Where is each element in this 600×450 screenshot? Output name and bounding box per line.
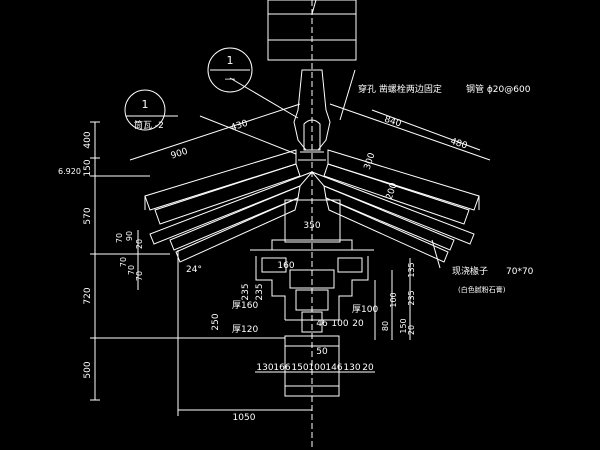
roof-right	[311, 171, 475, 245]
dim-b-130a: 130	[256, 363, 273, 373]
dim-300: 300	[363, 151, 378, 171]
dim-160: 160	[277, 261, 294, 271]
dim-720: 720	[83, 287, 93, 304]
label-angle: 24°	[186, 265, 202, 275]
dim-100c: 100	[331, 319, 348, 329]
dim-b-130b: 130	[343, 363, 360, 373]
dim-r-235: 235	[407, 290, 416, 305]
label-t100: 厚100	[352, 304, 378, 315]
dim-small-90: 90	[125, 231, 134, 241]
dim-480: 480	[449, 137, 469, 152]
dim-350: 350	[303, 221, 320, 231]
callout-top-num: 1	[227, 54, 234, 67]
dim-840: 840	[383, 115, 403, 130]
label-rafter-size: 70*70	[506, 267, 534, 277]
dim-b-150: 150	[291, 363, 308, 373]
dim-400: 400	[83, 131, 93, 148]
callout-top-den: —	[225, 72, 236, 85]
label-ridge: 筒瓦 -2	[134, 119, 164, 131]
dim-small-70a: 70	[115, 233, 124, 243]
label-t120: 厚120	[232, 324, 258, 335]
callout-left	[124, 89, 178, 131]
callout-left-num: 1	[142, 98, 149, 111]
dim-430: 430	[230, 119, 250, 134]
label-pipe: 钢管 ɸ20@600	[466, 83, 531, 95]
dim-small-20: 20	[135, 239, 144, 249]
dim-235b: 235	[255, 283, 265, 300]
lower-column	[284, 335, 340, 397]
label-elev: 6.920	[58, 167, 81, 176]
dim-small-70b: 70	[119, 257, 128, 267]
dim-1050: 1050	[233, 413, 256, 423]
label-through-pin: 穿孔 凿螺栓两边固定	[358, 83, 442, 95]
dim-r-135: 135	[407, 262, 416, 277]
central-beam	[284, 199, 341, 243]
dim-b-146: 146	[325, 363, 342, 373]
dim-200: 200	[385, 181, 400, 201]
drawing-linework	[90, 0, 491, 450]
dim-570: 570	[83, 207, 93, 224]
label-t160: 厚160	[232, 300, 258, 311]
dim-250: 250	[211, 313, 221, 330]
dim-50: 50	[316, 347, 328, 357]
dim-b-20: 20	[362, 363, 374, 373]
dim-b-100: 100	[308, 363, 325, 373]
dim-b-166: 166	[273, 363, 290, 373]
label-rafter-note: (白色腻粉石膏)	[458, 285, 506, 294]
bracket-right	[338, 256, 369, 320]
bracket-left	[255, 256, 286, 320]
dim-r-80: 80	[381, 321, 390, 331]
dim-500: 500	[83, 361, 93, 378]
dim-small-70d: 70	[135, 271, 144, 281]
dim-235a: 235	[241, 283, 251, 300]
roof-left	[149, 171, 313, 245]
dim-900: 900	[170, 147, 190, 162]
dim-46: 46	[316, 319, 328, 329]
dim-small-70c: 70	[127, 265, 136, 275]
dim-r-150: 150	[399, 318, 408, 333]
dim-r-100: 100	[389, 292, 398, 307]
dim-20c: 20	[352, 319, 364, 329]
dim-r-20: 20	[407, 325, 416, 335]
label-rafter: 现浇椽子	[452, 265, 488, 277]
dim-150: 150	[83, 159, 93, 176]
callout-top	[207, 47, 253, 93]
